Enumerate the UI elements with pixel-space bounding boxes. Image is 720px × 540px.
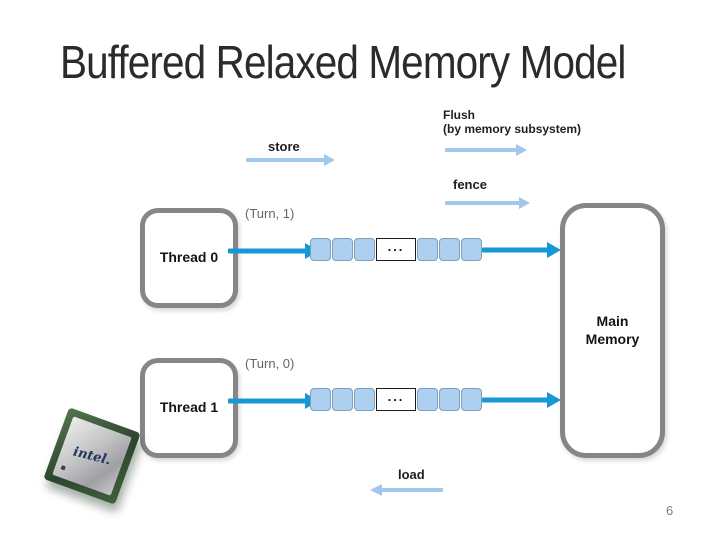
turn-0-label: (Turn, 0) bbox=[245, 356, 295, 371]
page-title: Buffered Relaxed Memory Model bbox=[60, 36, 626, 88]
buffer-ellipsis: ... bbox=[387, 239, 405, 254]
buffer0-flush-arrow bbox=[482, 242, 561, 258]
thread1-store-arrow bbox=[228, 393, 319, 409]
arrow-shaft bbox=[445, 148, 518, 152]
arrow-shaft bbox=[482, 397, 549, 403]
buffer-cell bbox=[310, 388, 331, 411]
store-label: store bbox=[268, 139, 300, 154]
arrow-shaft bbox=[482, 247, 549, 253]
page-number: 6 bbox=[666, 503, 674, 518]
buffer-cell bbox=[417, 388, 438, 411]
main-memory-label: Main Memory bbox=[585, 313, 640, 347]
arrow-shaft bbox=[246, 158, 326, 162]
fence-label: fence bbox=[453, 177, 487, 192]
buffer-ellipsis-box: ... bbox=[376, 238, 416, 261]
thread0-label: Thread 0 bbox=[159, 249, 219, 266]
load-arrow bbox=[370, 483, 443, 497]
chip-die: intel. bbox=[52, 416, 132, 496]
arrow-head bbox=[547, 242, 561, 258]
buffer-cell bbox=[332, 388, 353, 411]
buffer-ellipsis: ... bbox=[387, 389, 405, 404]
buffer1-flush-arrow bbox=[482, 392, 561, 408]
load-label: load bbox=[398, 467, 425, 482]
buffer-cell bbox=[461, 238, 482, 261]
arrow-head bbox=[516, 144, 527, 156]
flush-label-line1: Flush bbox=[443, 108, 475, 122]
arrow-shaft bbox=[380, 488, 443, 492]
buffer-cell bbox=[332, 238, 353, 261]
store-arrow bbox=[246, 153, 335, 167]
arrow-shaft bbox=[228, 398, 307, 404]
buffer-cell bbox=[310, 238, 331, 261]
arrow-shaft bbox=[228, 248, 307, 254]
turn-1-label: (Turn, 1) bbox=[245, 206, 295, 221]
flush-arrow bbox=[445, 143, 527, 157]
fence-arrow bbox=[445, 196, 530, 210]
thread1-box: Thread 1 bbox=[140, 358, 238, 458]
intel-chip: intel. bbox=[43, 407, 141, 505]
buffer-cell bbox=[439, 388, 460, 411]
intel-logo: intel. bbox=[71, 444, 113, 468]
thread1-label: Thread 1 bbox=[159, 399, 219, 416]
buffer-cell bbox=[354, 388, 375, 411]
chip-pin-dot bbox=[60, 465, 66, 471]
arrow-head bbox=[324, 154, 335, 166]
arrow-shaft bbox=[445, 201, 521, 205]
main-memory-box: Main Memory bbox=[560, 203, 665, 458]
thread0-box: Thread 0 bbox=[140, 208, 238, 308]
arrow-head bbox=[547, 392, 561, 408]
arrow-head bbox=[519, 197, 530, 209]
buffer-cell bbox=[354, 238, 375, 261]
thread0-store-arrow bbox=[228, 243, 319, 259]
buffer-ellipsis-box: ... bbox=[376, 388, 416, 411]
arrow-head bbox=[370, 484, 382, 496]
flush-label: Flush (by memory subsystem) bbox=[443, 108, 581, 137]
buffer-cell bbox=[439, 238, 460, 261]
thread0-store-buffer: ... bbox=[310, 238, 482, 261]
buffer-cell bbox=[461, 388, 482, 411]
buffer-cell bbox=[417, 238, 438, 261]
thread1-store-buffer: ... bbox=[310, 388, 482, 411]
flush-label-line2: (by memory subsystem) bbox=[443, 122, 582, 137]
